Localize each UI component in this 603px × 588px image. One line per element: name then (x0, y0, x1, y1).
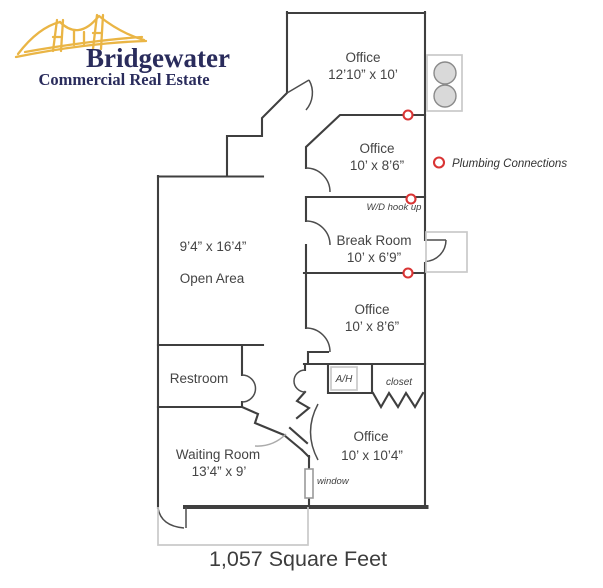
office-bottom-door-leaf (282, 426, 309, 452)
door-restroom (241, 374, 257, 403)
room-label-office-top: Office (345, 50, 380, 65)
ah-unit-label: A/H (335, 374, 353, 385)
closet-bifold-door (371, 390, 425, 410)
room-label-office-upper: Office (359, 141, 394, 156)
closet-label: closet (386, 377, 413, 388)
window-label: window (317, 476, 350, 487)
door-office-top (286, 79, 314, 111)
room-dims-office-mid: 10’ x 8’6” (345, 319, 399, 334)
room-dims-waiting-room: 13’4” x 9’ (192, 464, 247, 479)
logo-title: Bridgewater (86, 43, 230, 73)
plumbing-legend-icon (432, 156, 446, 169)
wall-office-top-south (304, 113, 427, 170)
door-ah (293, 369, 306, 393)
door-office-mid (305, 327, 331, 353)
door-office-bottom-swing (309, 403, 319, 461)
ah-unit-box (330, 366, 358, 391)
wall-restroom (156, 343, 265, 409)
wall-office-bottom-west (300, 448, 311, 510)
wall-office-mid-west (304, 271, 330, 366)
fixtures (157, 54, 468, 546)
room-labels: Office 12’10” x 10’ Office 10’ x 8’6” Br… (170, 50, 412, 479)
wall-hall-junction (240, 405, 286, 437)
annotations: W/D hook up A/H closet window (317, 202, 421, 487)
room-label-office-bottom: Office (353, 429, 388, 444)
room-dims-open-area: 9’4” x 16’4” (180, 239, 247, 254)
room-dims-break-room: 10’ x 6’9” (347, 250, 401, 265)
door-waiting-room-swing (254, 433, 287, 447)
plumbing-legend: Plumbing Connections (432, 156, 567, 170)
plumbing-legend-label: Plumbing Connections (452, 158, 567, 170)
room-label-office-mid: Office (354, 302, 389, 317)
window-glyph (304, 468, 314, 499)
utility-unit-icon (433, 84, 457, 108)
logo: Bridgewater Commercial Real Estate (14, 13, 230, 89)
bridge-icon (14, 13, 148, 59)
door-swings (157, 79, 447, 529)
room-dims-office-bottom: 10’ x 10’4” (341, 448, 403, 463)
room-label-restroom: Restroom (170, 371, 229, 386)
utility-box (426, 54, 463, 112)
door-office-upper (305, 167, 331, 193)
total-area-label: 1,057 Square Feet (209, 547, 387, 571)
utility-unit-icon (433, 61, 457, 85)
plumbing-markers (402, 109, 417, 279)
logo-subtitle: Commercial Real Estate (38, 70, 209, 89)
room-dims-office-top: 12’10” x 10’ (328, 67, 398, 82)
room-label-break-room: Break Room (336, 233, 411, 248)
door-breakroom-west (305, 220, 331, 246)
wall-hall-west-lower (295, 362, 311, 420)
room-dims-office-upper: 10’ x 8’6” (350, 158, 404, 173)
door-entry (157, 507, 187, 529)
entry-vestibule-outline (425, 231, 468, 273)
wall-step-upper-left (225, 10, 289, 178)
wall-ah-closet (326, 362, 374, 395)
plumbing-connection-marker (405, 193, 417, 205)
room-label-waiting-room: Waiting Room (176, 447, 260, 462)
walls (156, 10, 429, 510)
porch-outline (157, 507, 309, 546)
wd-hookup-label: W/D hook up (367, 202, 422, 213)
door-breakroom-east (424, 239, 447, 263)
plumbing-connection-marker (402, 109, 414, 121)
plumbing-connection-marker (402, 267, 414, 279)
room-label-open-area: Open Area (180, 271, 245, 286)
